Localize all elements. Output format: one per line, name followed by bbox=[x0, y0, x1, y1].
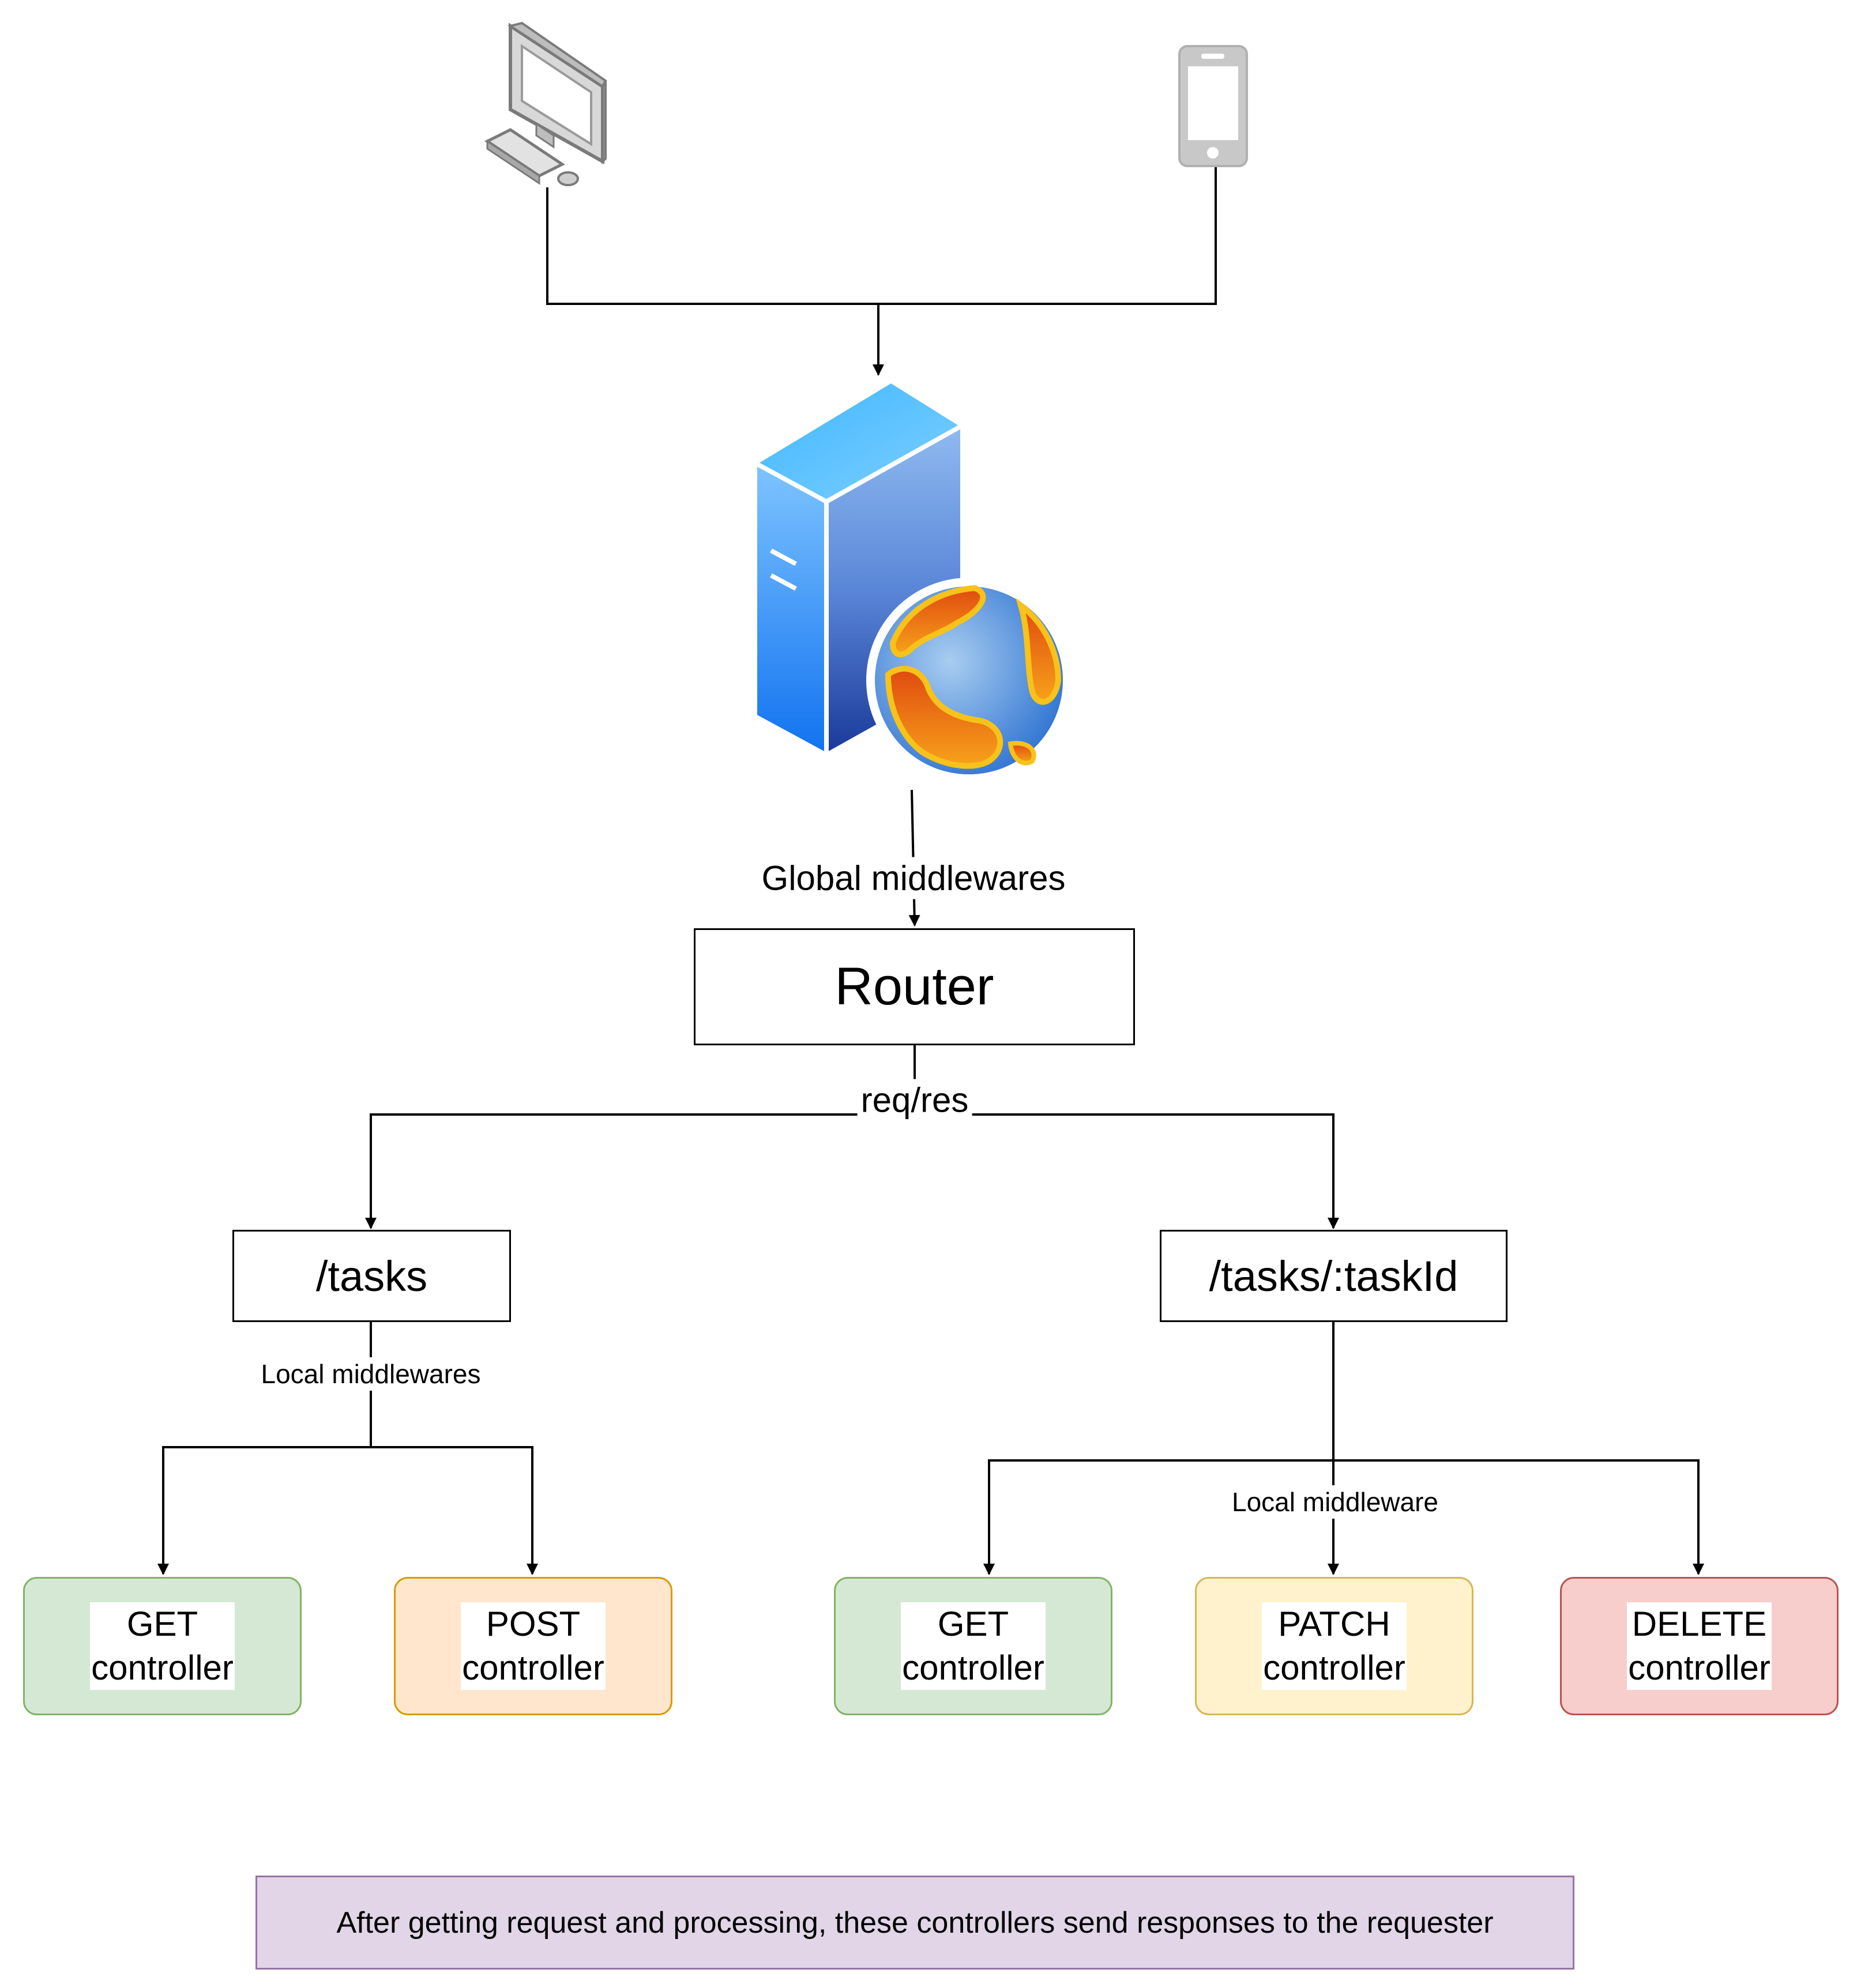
tasks-local-middlewares-label: Local middlewares bbox=[257, 1357, 484, 1391]
route-taskid-node: /tasks/:taskId bbox=[1160, 1230, 1508, 1322]
taskid-to-delete-arrow bbox=[1333, 1459, 1704, 1575]
response-note: After getting request and processing, th… bbox=[255, 1876, 1574, 1970]
router-to-tasks-arrow bbox=[365, 1045, 916, 1229]
taskid-to-get-arrow bbox=[983, 1459, 1333, 1575]
route-tasks-node: /tasks bbox=[232, 1230, 511, 1322]
route-tasks-label: /tasks bbox=[315, 1252, 428, 1300]
web-server-icon bbox=[756, 383, 1072, 783]
desktop-computer-icon bbox=[484, 21, 607, 186]
route-taskid-label: /tasks/:taskId bbox=[1209, 1252, 1458, 1300]
router-node: Router bbox=[694, 928, 1135, 1045]
mobile-phone-icon bbox=[1178, 45, 1248, 167]
phone-connector bbox=[878, 167, 1217, 305]
taskid-local-middleware-label: Local middleware bbox=[1228, 1485, 1442, 1519]
router-label: Router bbox=[834, 957, 994, 1016]
router-to-taskid-arrow bbox=[915, 1113, 1339, 1229]
req-res-label: req/res bbox=[857, 1079, 972, 1121]
desktop-connector bbox=[546, 187, 878, 305]
response-note-text: After getting request and processing, th… bbox=[336, 1906, 1494, 1940]
tasks-to-get-arrow bbox=[157, 1446, 371, 1575]
tasks-to-post-arrow bbox=[371, 1446, 538, 1575]
global-middlewares-label: Global middlewares bbox=[758, 857, 1069, 899]
